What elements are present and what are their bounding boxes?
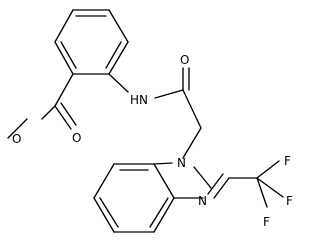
atom-label-fluorine-right: F <box>286 194 293 208</box>
atom-label-fluorine-bottom: F <box>263 215 270 229</box>
atom-label-amide-nitrogen: HN <box>130 93 148 107</box>
atom-labels: O O HN O N N F F F <box>12 53 293 229</box>
methyl-ester-group <box>7 73 77 139</box>
atom-label-carbonyl-oxygen-ester: O <box>72 131 81 145</box>
trifluoromethyl-group <box>228 160 284 208</box>
amide-linker <box>108 67 202 159</box>
atom-label-ring-n1: N <box>177 156 186 170</box>
atom-label-ring-n3: N <box>198 194 207 208</box>
benzimidazole-core <box>93 162 230 233</box>
atom-label-amide-oxygen: O <box>180 53 189 67</box>
atom-label-methoxy-oxygen: O <box>12 132 21 146</box>
benzene-ring-upper <box>54 9 129 75</box>
atom-label-fluorine-top: F <box>284 154 291 168</box>
chemical-structure: O O HN O N N F F F <box>7 9 293 233</box>
